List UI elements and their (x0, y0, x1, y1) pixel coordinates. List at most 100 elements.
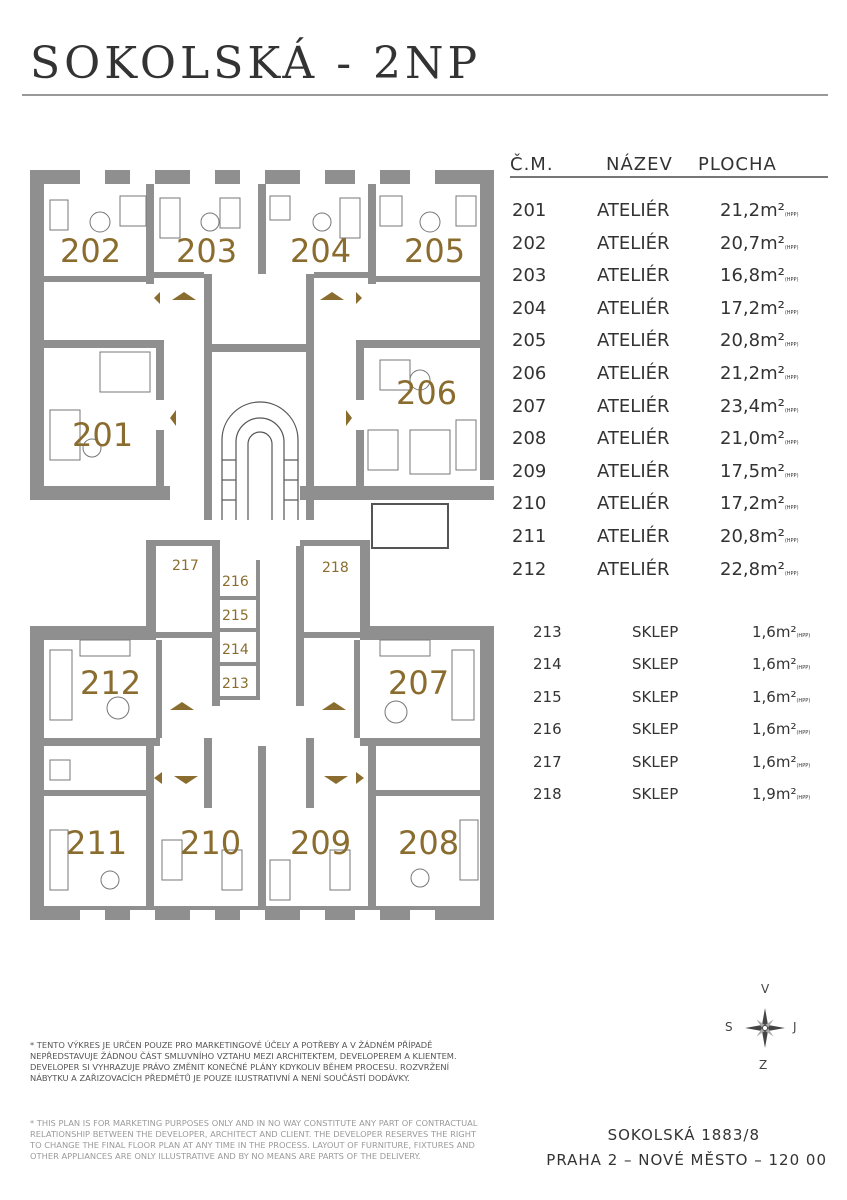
unit-number: 208 (512, 428, 547, 450)
wall (306, 738, 314, 808)
area-unit-note: (HPP) (784, 407, 799, 414)
area-unit-note: (HPP) (784, 277, 799, 284)
unit-name: ATELIÉR (597, 460, 670, 482)
address-street: SOKOLSKÁ 1883/8 (607, 1126, 760, 1144)
column-header-area: PLOCHA (698, 154, 777, 175)
wall (156, 632, 216, 638)
area-value: 23,4 (720, 395, 761, 417)
address-city: PRAHA 2 – NOVÉ MĚSTO – 120 00 (546, 1151, 827, 1169)
entry-arrow (170, 410, 176, 426)
unit-area: 1,6m²(HPP) (752, 720, 810, 738)
area-value: 21,2 (720, 200, 761, 221)
area-value: 1,6 (752, 752, 776, 771)
table-header-divider (510, 176, 828, 178)
area-value: 1,6 (752, 720, 776, 739)
area-unit: m² (760, 265, 785, 287)
area-unit: m² (760, 232, 785, 254)
room-label-206: 206 (396, 374, 457, 412)
area-unit: m² (760, 428, 785, 450)
entry-arrow (320, 292, 344, 300)
unit-area: 17,2m²(HPP) (720, 298, 799, 319)
room-label-208: 208 (398, 824, 459, 862)
area-unit: m² (760, 558, 785, 580)
area-value: 21,2 (720, 363, 761, 384)
wall (220, 662, 260, 666)
unit-name: ATELIÉR (597, 232, 670, 254)
entry-arrow (170, 702, 194, 710)
unit-name: ATELIÉR (597, 265, 670, 287)
unit-number: 204 (512, 297, 547, 319)
area-unit: m² (775, 655, 797, 674)
disclaimer-english: * This plan is for marketing purposes on… (30, 1118, 478, 1161)
wall (44, 340, 160, 348)
wall (30, 628, 44, 920)
area-value: 1,6 (752, 623, 776, 641)
wall (220, 696, 260, 700)
unit-name: SKLEP (632, 785, 679, 803)
wall (220, 596, 260, 600)
wall (204, 738, 212, 808)
area-unit-note: (HPP) (784, 309, 799, 316)
unit-number: 217 (533, 752, 562, 771)
unit-number: 211 (512, 526, 547, 547)
room-label-202: 202 (60, 232, 121, 270)
room-label-211: 211 (66, 824, 127, 862)
area-value: 16,8 (720, 265, 761, 287)
area-unit: m² (760, 395, 785, 417)
wall (156, 340, 164, 400)
unit-number: 216 (533, 720, 562, 739)
wall (314, 272, 370, 278)
compass-south: Z (759, 1058, 768, 1072)
entry-arrow (346, 410, 352, 426)
unit-name: SKLEP (632, 623, 679, 641)
wall (354, 640, 360, 738)
entry-arrow (172, 292, 196, 300)
area-unit: m² (760, 200, 785, 221)
wall (146, 540, 156, 640)
area-unit-note: (HPP) (784, 212, 799, 218)
unit-name: SKLEP (632, 720, 679, 739)
entry-arrow (356, 292, 362, 304)
unit-area: 1,6m²(HPP) (752, 753, 810, 771)
unit-area: 1,9m²(HPP) (752, 785, 810, 803)
wall (258, 184, 266, 274)
area-unit: m² (775, 687, 797, 706)
unit-name: ATELIÉR (597, 428, 670, 450)
area-unit-note: (HPP) (796, 697, 811, 704)
unit-area: 23,4m²(HPP) (720, 396, 799, 417)
wall (300, 486, 494, 500)
unit-area: 16,8m²(HPP) (720, 265, 799, 286)
unit-number: 203 (512, 265, 547, 287)
cellar-label-215: 215 (222, 608, 249, 624)
entry-arrow (154, 772, 162, 784)
area-unit-note: (HPP) (784, 342, 799, 349)
wall (480, 170, 494, 480)
area-unit-note: (HPP) (784, 375, 799, 381)
area-value: 17,2 (720, 297, 761, 319)
unit-name: ATELIÉR (597, 395, 670, 417)
area-value: 1,9 (752, 785, 776, 803)
wall (300, 540, 360, 546)
furniture (49, 195, 479, 901)
unit-number: 201 (512, 200, 547, 221)
area-unit: m² (760, 493, 785, 515)
column-header-number: Č.M. (510, 154, 554, 175)
wall (156, 640, 162, 738)
page-title: SOKOLSKÁ - 2NP (30, 38, 482, 89)
cellar-label-216: 216 (222, 574, 249, 590)
unit-name: SKLEP (632, 655, 679, 674)
unit-name: ATELIÉR (597, 526, 670, 547)
unit-number: 202 (512, 232, 547, 254)
unit-area: 17,5m²(HPP) (720, 461, 799, 482)
area-value: 20,8 (720, 526, 761, 547)
area-value: 1,6 (752, 655, 776, 674)
cellar-label-218: 218 (322, 560, 349, 576)
area-unit: m² (760, 460, 785, 482)
wall (356, 430, 364, 490)
unit-area: 1,6m²(HPP) (752, 655, 810, 673)
unit-area: 1,6m²(HPP) (752, 623, 810, 641)
unit-name: ATELIÉR (597, 558, 670, 580)
unit-area: 20,7m²(HPP) (720, 233, 799, 254)
wall (300, 632, 360, 638)
unit-number: 205 (512, 330, 547, 352)
